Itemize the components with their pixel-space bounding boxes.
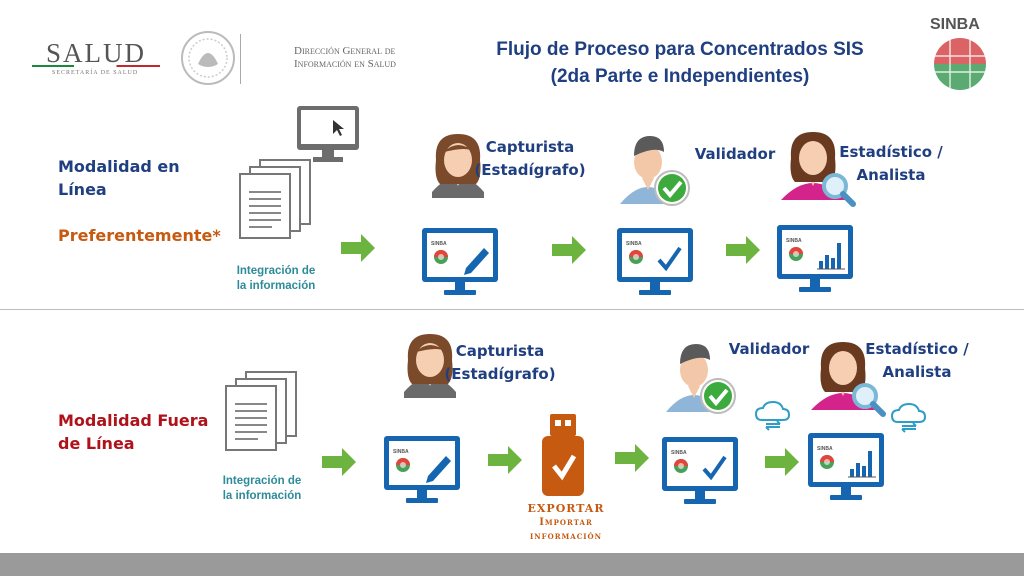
page-title: Flujo de Proceso para Concentrados SIS (… xyxy=(430,36,930,90)
online-estadistico-line2: Analista xyxy=(856,166,926,184)
direccion-line2: Información en Salud xyxy=(294,58,396,70)
arrow-right-icon xyxy=(552,236,586,264)
title-line1: Flujo de Proceso para Concentrados SIS xyxy=(496,39,864,60)
man-check-icon xyxy=(664,342,737,415)
national-seal-icon xyxy=(181,31,235,85)
online-label-line2: Línea xyxy=(58,180,107,199)
offline-integration-line1: Integración de xyxy=(222,475,302,487)
online-capturista-line2: (Estadígrafo) xyxy=(474,161,586,179)
cloud-sync-icon xyxy=(890,402,927,433)
salud-logo-text: SALUD xyxy=(46,38,147,68)
arrow-right-icon xyxy=(726,236,760,264)
online-capturista-label: Capturista (Estadígrafo) xyxy=(470,136,590,182)
arrow-right-icon xyxy=(765,448,799,476)
direccion-line1: Dirección General de xyxy=(294,45,396,57)
online-label-line1: Modalidad en xyxy=(58,157,180,176)
secretaria-text: SECRETARÍA DE SALUD xyxy=(52,70,139,76)
monitor-edit-icon xyxy=(384,436,460,503)
footer-bar xyxy=(0,553,1024,576)
cloud-sync-icon xyxy=(754,400,791,431)
documents-icon xyxy=(239,159,311,239)
section-separator xyxy=(0,309,1024,310)
offline-label-line2: de Línea xyxy=(58,434,135,453)
arrow-right-icon xyxy=(322,448,356,476)
offline-integration-line2: la información xyxy=(222,490,302,502)
arrow-right-icon xyxy=(341,234,375,262)
offline-integration-label: Integración de la información xyxy=(214,474,310,504)
monitor-check-icon xyxy=(617,228,693,295)
monitor-edit-icon xyxy=(422,228,498,295)
monitor-chart-icon xyxy=(808,433,884,500)
salud-logo-bar xyxy=(32,65,160,67)
offline-estadistico-line1: Estadístico / xyxy=(865,340,969,358)
title-line2: (2da Parte e Independientes) xyxy=(550,66,810,87)
importar-label: Importar xyxy=(539,517,593,528)
online-estadistico-line1: Estadístico / xyxy=(839,143,943,161)
offline-label-line1: Modalidad Fuera xyxy=(58,411,209,430)
sinba-globe-icon xyxy=(934,38,986,90)
offline-validador-label: Validador xyxy=(728,340,810,358)
online-mode-label: Modalidad en Línea xyxy=(58,155,180,201)
usb-drive-icon xyxy=(542,414,584,496)
computer-cursor-icon xyxy=(297,106,359,162)
monitor-check-icon xyxy=(662,437,738,504)
informacion-label: información xyxy=(529,531,603,542)
header-divider xyxy=(240,34,241,84)
online-capturista-line1: Capturista xyxy=(485,138,575,156)
offline-estadistico-label: Estadístico / Analista xyxy=(858,338,976,384)
offline-estadistico-line2: Analista xyxy=(882,363,952,381)
exportar-label: EXPORTAR xyxy=(527,502,605,515)
direccion-general-text: Dirección General de Información en Salu… xyxy=(294,45,396,71)
offline-capturista-line1: Capturista xyxy=(455,342,545,360)
documents-icon xyxy=(225,371,297,451)
monitor-chart-icon xyxy=(777,225,853,292)
offline-capturista-label: Capturista (Estadígrafo) xyxy=(440,340,560,386)
offline-mode-label: Modalidad Fuera de Línea xyxy=(58,409,208,455)
preferente-label: Preferentemente* xyxy=(58,226,221,245)
offline-capturista-line2: (Estadígrafo) xyxy=(444,365,556,383)
online-integration-line1: Integración de xyxy=(236,265,316,277)
arrow-right-icon xyxy=(615,444,649,472)
online-estadistico-label: Estadístico / Analista xyxy=(832,141,950,187)
online-integration-label: Integración de la información xyxy=(228,264,324,294)
man-check-icon xyxy=(618,134,691,207)
arrow-right-icon xyxy=(488,446,522,474)
online-integration-line2: la información xyxy=(236,280,316,292)
sinba-logo-text: SINBA xyxy=(930,16,980,33)
online-validador-label: Validador xyxy=(694,145,776,163)
